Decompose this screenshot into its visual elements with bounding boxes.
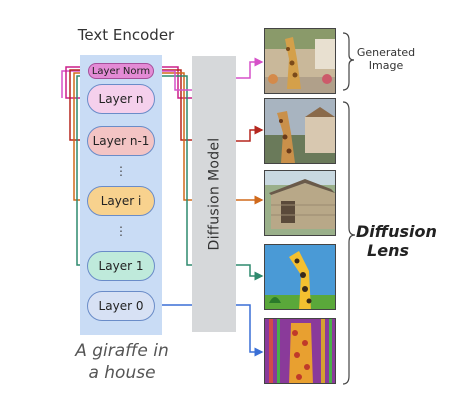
generated-image-thumbnail [264, 28, 336, 94]
diffusion-lens-label: Diffusion Lens [356, 222, 437, 260]
brace-generated [342, 32, 355, 91]
layer-0-block: Layer 0 [87, 291, 155, 321]
layer-1-block: Layer 1 [87, 251, 155, 281]
layer-i-output-thumbnail [264, 170, 336, 236]
prompt-text: A giraffe in a house [62, 340, 182, 384]
diffusion-model-box [192, 56, 236, 332]
generated-image-label: Generated Image [356, 46, 416, 72]
layer-n-block: Layer n [87, 84, 155, 114]
generated-label-line-1: Generated [356, 46, 416, 59]
text-encoder-title: Text Encoder [77, 26, 175, 44]
brace-lens [342, 101, 356, 385]
prompt-line-2: a house [88, 363, 156, 383]
layer-0-output-thumbnail [264, 318, 336, 384]
layer-n-1-output-thumbnail [264, 98, 336, 164]
ellipsis-lower: ⋮ [115, 224, 127, 238]
arrow-layer-0 [236, 304, 264, 357]
arrow-generated [236, 57, 264, 79]
line-norm-right [155, 70, 192, 91]
arrow-layer-1 [236, 264, 264, 281]
ellipsis-upper: ⋮ [115, 164, 127, 178]
generated-label-line-2: Image [368, 59, 404, 72]
diffusion-model-label: Diffusion Model [206, 137, 223, 251]
layer-n-minus-1-block: Layer n-1 [87, 126, 155, 156]
layer-norm-block: Layer Norm [88, 63, 154, 79]
arrow-layer-n1 [236, 125, 264, 142]
lens-label-line-2: Lens [367, 241, 409, 260]
prompt-line-1: A giraffe in [75, 341, 169, 361]
layer-i-block: Layer i [87, 186, 155, 216]
layer-1-output-thumbnail [264, 244, 336, 310]
lens-label-line-1: Diffusion [356, 222, 437, 241]
